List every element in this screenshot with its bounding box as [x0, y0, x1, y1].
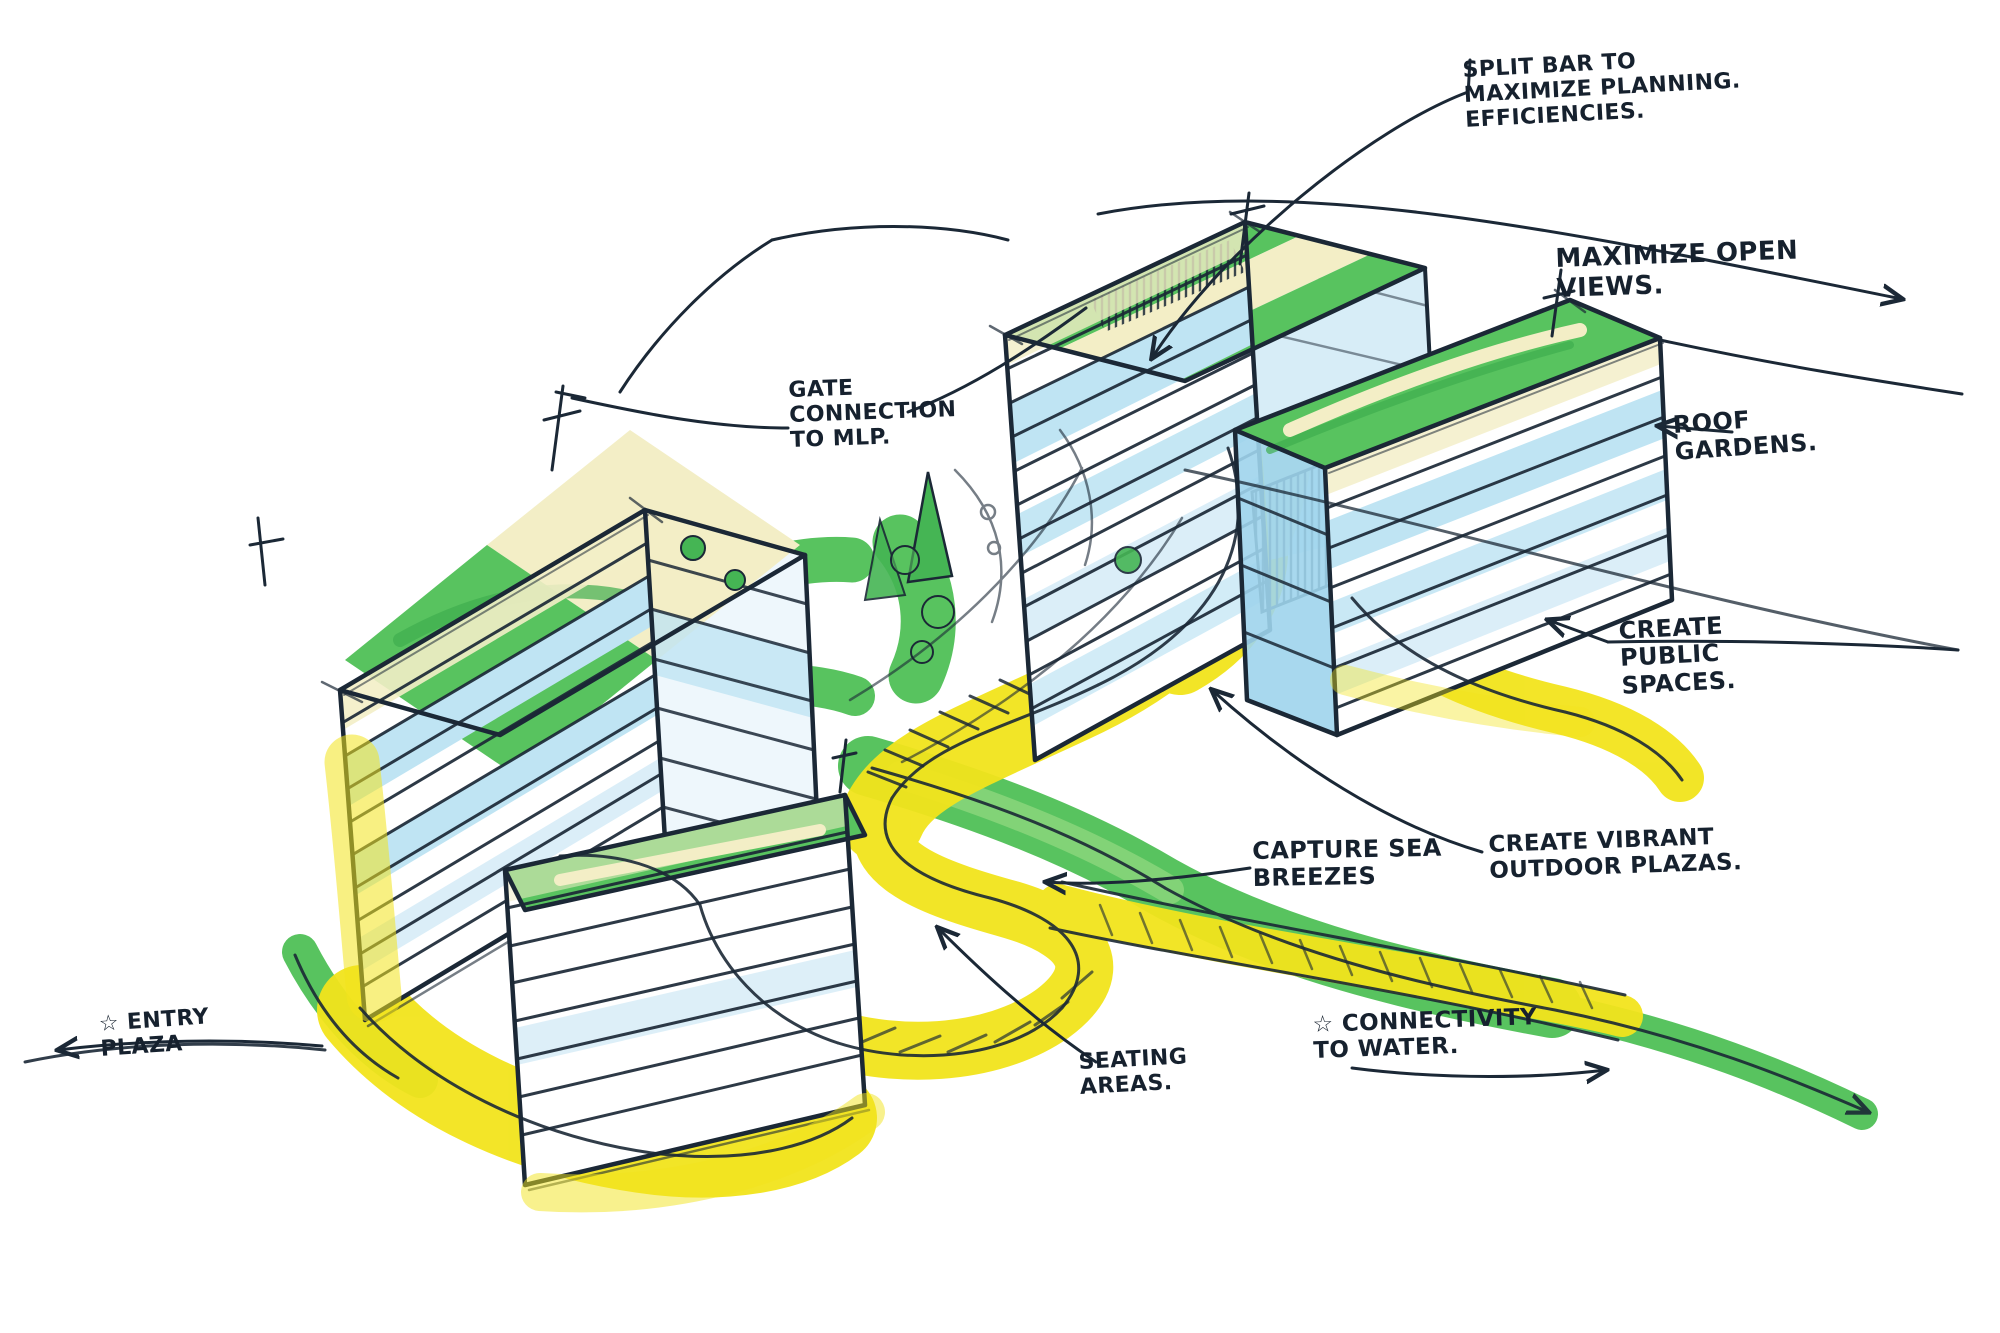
building-left-bar — [337, 430, 823, 1028]
trees — [680, 471, 1142, 664]
ground-ink-edges — [23, 446, 1868, 1158]
building-lower-bar — [502, 792, 871, 1192]
marker-bleed — [324, 665, 1595, 1213]
annotation-gate-connection: GATE CONNECTION TO MLP. — [788, 375, 957, 454]
masts-and-ticks — [248, 191, 1587, 794]
construction-curves — [848, 428, 1184, 764]
annotation-connectivity-to-water: ☆ CONNECTIVITY TO WATER. — [1312, 1004, 1538, 1065]
annotation-maximize-open-views: MAXIMIZE OPEN VIEWS. — [1554, 235, 1799, 304]
leader-arrows — [58, 58, 1964, 1077]
annotation-create-vibrant-plazas: CREATE VIBRANT OUTDOOR PLAZAS. — [1488, 824, 1743, 885]
building-right-bar — [1232, 297, 1675, 738]
annotation-roof-gardens: ROOF GARDENS. — [1671, 405, 1819, 467]
annotation-split-bar: SPLIT BAR TO MAXIMIZE PLANNING. EFFICIEN… — [1462, 48, 1742, 134]
annotation-seating-areas: SEATING AREAS. — [1078, 1044, 1188, 1101]
annotation-entry-plaza: ☆ ENTRY PLAZA — [98, 1004, 210, 1062]
annotation-create-public-spaces: CREATE PUBLIC SPACES. — [1617, 611, 1737, 700]
annotation-capture-sea-breezes: CAPTURE SEA BREEZES — [1251, 833, 1442, 893]
